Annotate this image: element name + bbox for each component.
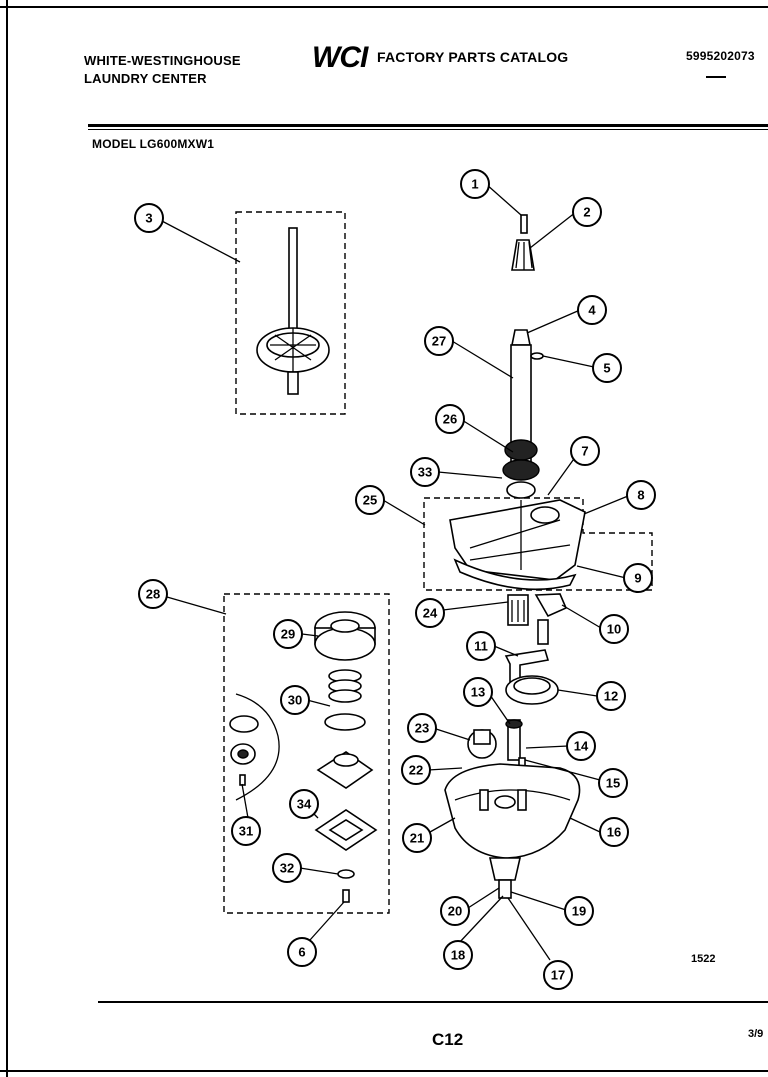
callout-14: 14 [566, 731, 596, 761]
part-cap-and-cone [511, 214, 535, 271]
part-agitator-shaft-assembly [256, 227, 330, 395]
part-seal-kit [229, 611, 378, 903]
svg-text:31: 31 [239, 824, 253, 839]
svg-text:25: 25 [363, 493, 377, 508]
part-number-dash [706, 76, 726, 78]
footer-date: 3/9 [748, 1028, 764, 1040]
callout-32: 32 [272, 853, 302, 883]
svg-text:27: 27 [432, 334, 446, 349]
frame-top-border [0, 6, 768, 8]
frame-bottom-border [0, 1070, 768, 1072]
svg-text:4: 4 [588, 303, 596, 318]
callout-15: 15 [598, 768, 628, 798]
header-rule-thick [88, 124, 768, 127]
callout-7: 7 [570, 436, 600, 466]
manufacturer-line1: WHITE-WESTINGHOUSE [84, 53, 241, 68]
catalog-title: FACTORY PARTS CATALOG [377, 49, 569, 65]
svg-text:20: 20 [448, 904, 462, 919]
header-rule-thin [88, 129, 768, 130]
svg-text:24: 24 [423, 606, 438, 621]
svg-text:1: 1 [471, 177, 478, 192]
callout-9: 9 [623, 563, 653, 593]
callout-6: 6 [287, 937, 317, 967]
svg-text:22: 22 [409, 763, 423, 778]
svg-text:16: 16 [607, 825, 621, 840]
svg-text:14: 14 [574, 739, 589, 754]
svg-text:13: 13 [471, 685, 485, 700]
callout-1: 1 [460, 169, 490, 199]
callout-33: 33 [410, 457, 440, 487]
callout-12: 12 [596, 681, 626, 711]
manufacturer-line2: LAUNDRY CENTER [84, 71, 207, 86]
figure-number: 1522 [691, 953, 716, 965]
callout-19: 19 [564, 896, 594, 926]
callout-8: 8 [626, 480, 656, 510]
callout-21: 21 [402, 823, 432, 853]
svg-text:33: 33 [418, 465, 432, 480]
svg-text:26: 26 [443, 412, 457, 427]
svg-text:32: 32 [280, 861, 294, 876]
frame-left-border [6, 0, 8, 1077]
callout-10: 10 [599, 614, 629, 644]
callout-27: 27 [424, 326, 454, 356]
svg-text:11: 11 [474, 639, 488, 654]
page-number: C12 [432, 1030, 464, 1049]
leader-lines [159, 183, 629, 961]
callout-25: 25 [355, 485, 385, 515]
callout-30: 30 [280, 685, 310, 715]
callout-16: 16 [599, 817, 629, 847]
callout-3: 3 [134, 203, 164, 233]
callout-26: 26 [435, 404, 465, 434]
callout-2: 2 [572, 197, 602, 227]
svg-text:34: 34 [297, 797, 312, 812]
part-pinion-and-pins [467, 719, 526, 781]
group-box-28 [223, 593, 390, 914]
callout-11: 11 [466, 631, 496, 661]
callout-18: 18 [443, 940, 473, 970]
callout-29: 29 [273, 619, 303, 649]
part-gearcase-cover [449, 499, 586, 591]
footer-rule [98, 1001, 768, 1003]
group-box-25 [423, 497, 653, 591]
callout-5: 5 [592, 353, 622, 383]
wci-logo: WCI [312, 41, 368, 74]
callout-28: 28 [138, 579, 168, 609]
svg-text:12: 12 [604, 689, 618, 704]
callout-4: 4 [577, 295, 607, 325]
svg-text:8: 8 [637, 488, 644, 503]
svg-text:3: 3 [145, 211, 152, 226]
callout-17: 17 [543, 960, 573, 990]
svg-text:18: 18 [451, 948, 465, 963]
callout-22: 22 [401, 755, 431, 785]
svg-text:5: 5 [603, 361, 610, 376]
svg-text:10: 10 [607, 622, 621, 637]
part-main-shaft [502, 329, 544, 499]
svg-text:23: 23 [415, 721, 429, 736]
callout-20: 20 [440, 896, 470, 926]
group-box-3 [235, 211, 346, 415]
callout-34: 34 [289, 789, 319, 819]
svg-text:28: 28 [146, 587, 160, 602]
svg-text:6: 6 [298, 945, 305, 960]
svg-text:29: 29 [281, 627, 295, 642]
svg-text:2: 2 [583, 205, 590, 220]
callout-31: 31 [231, 816, 261, 846]
exploded-parts-diagram: 1 2 3 4 5 6 7 8 9 10 11 12 13 14 15 16 1… [134, 169, 656, 990]
callout-13: 13 [463, 677, 493, 707]
callout-24: 24 [415, 598, 445, 628]
part-gear-stack [504, 593, 568, 705]
svg-text:17: 17 [551, 968, 565, 983]
svg-text:30: 30 [288, 693, 302, 708]
svg-text:9: 9 [634, 571, 641, 586]
model-label: MODEL LG600MXW1 [92, 137, 215, 151]
svg-text:7: 7 [581, 444, 588, 459]
catalog-part-number: 5995202073 [686, 49, 755, 63]
svg-text:15: 15 [606, 776, 620, 791]
part-gearcase [444, 763, 581, 899]
svg-text:21: 21 [410, 831, 424, 846]
callout-23: 23 [407, 713, 437, 743]
svg-text:19: 19 [572, 904, 586, 919]
